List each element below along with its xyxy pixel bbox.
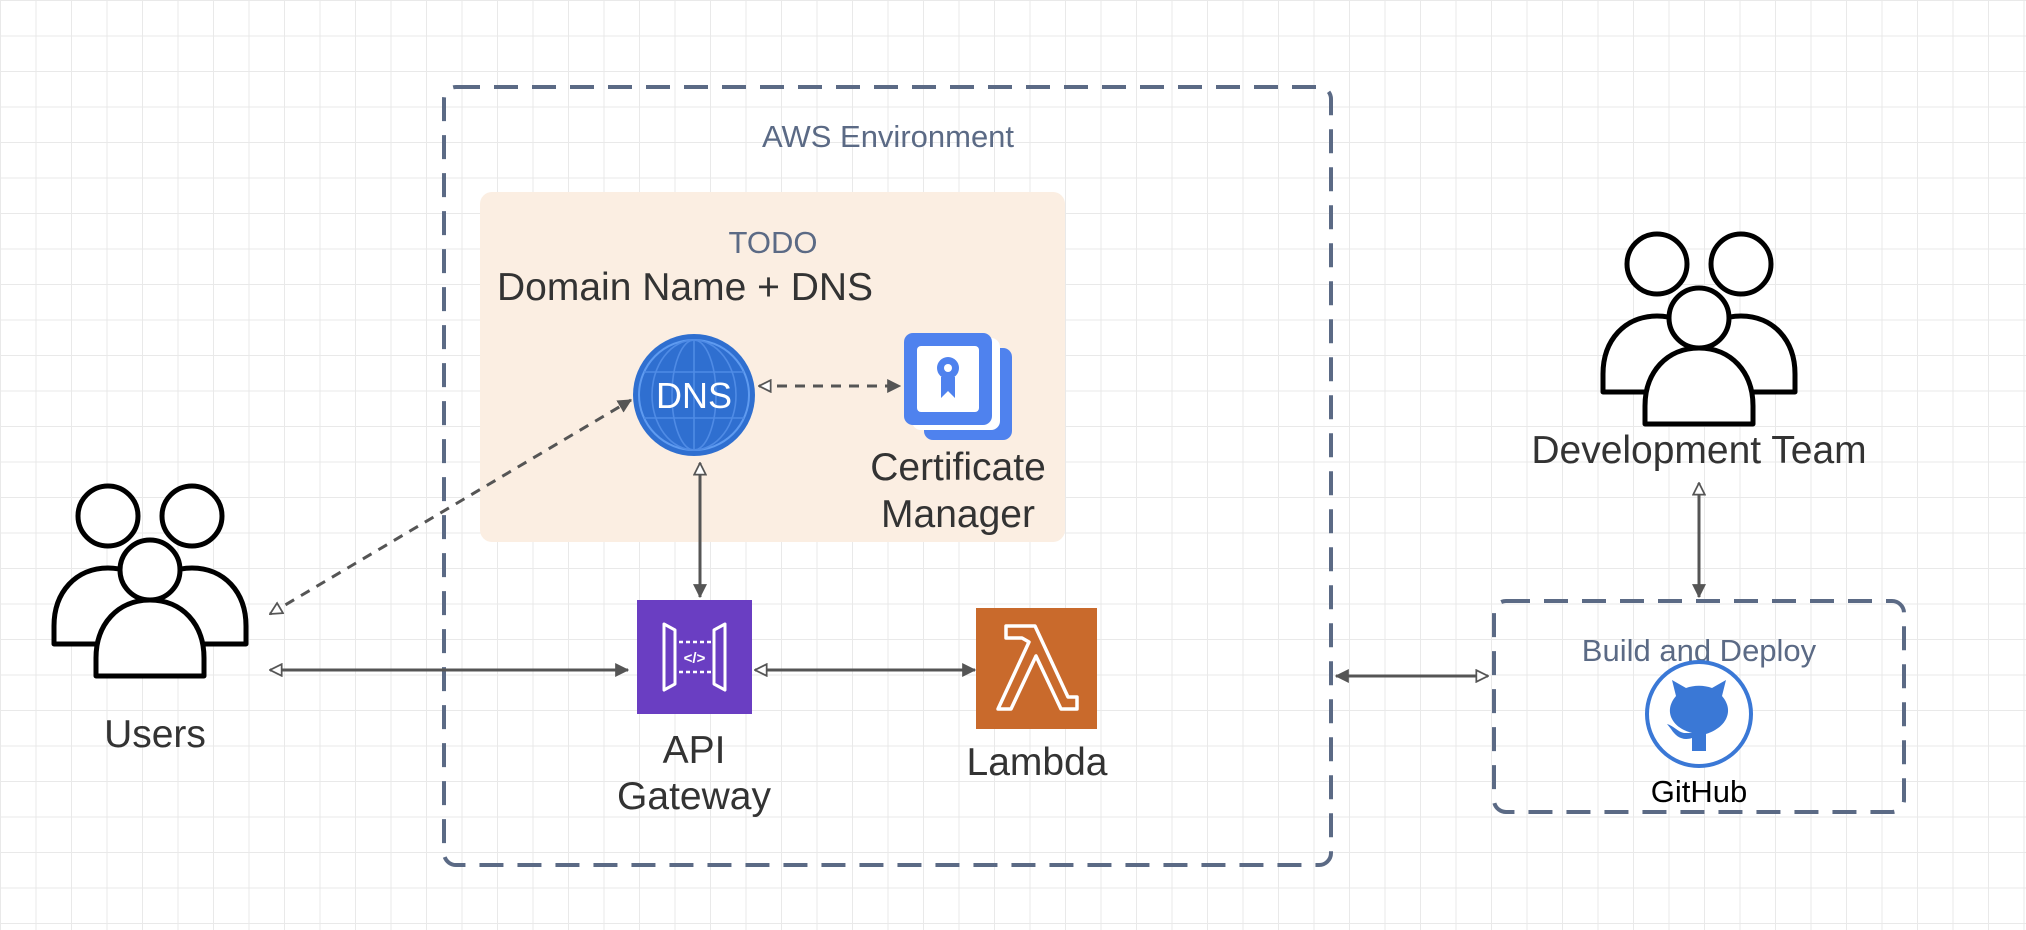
lambda-icon [976, 608, 1097, 729]
github-label: GitHub [1651, 774, 1747, 809]
connectors [270, 386, 1699, 676]
aws-environment-group: AWS Environment [442, 85, 1333, 867]
api-gateway-icon: </> [637, 600, 752, 714]
certificate-manager-node[interactable]: Certificate Manager [870, 333, 1046, 536]
certificate-manager-label-line2: Manager [881, 493, 1035, 536]
github-node[interactable]: GitHub [1645, 660, 1753, 809]
aws-environment-label: AWS Environment [762, 119, 1014, 154]
users-icon [51, 483, 249, 679]
lambda-label: Lambda [967, 741, 1108, 784]
api-gateway-label-line2: Gateway [617, 775, 771, 818]
users-node[interactable]: Users [51, 483, 249, 756]
api-gateway-node[interactable]: </> API Gateway [617, 600, 771, 818]
dns-icon: DNS [633, 334, 755, 456]
certificate-manager-icon [904, 333, 1012, 440]
todo-label: TODO [729, 225, 818, 260]
development-team-node[interactable]: Development Team [1531, 231, 1867, 472]
users-to-dns-connector [270, 398, 631, 616]
api-gateway-icon-text: </> [684, 650, 706, 667]
development-team-icon [1600, 231, 1798, 427]
certificate-manager-label-line1: Certificate [870, 446, 1046, 489]
dns-icon-text: DNS [656, 375, 732, 416]
dns-node[interactable]: DNS [633, 334, 755, 456]
users-label: Users [104, 713, 206, 756]
api-gateway-label-line1: API [663, 729, 726, 772]
lambda-node[interactable]: Lambda [967, 608, 1108, 784]
development-team-label: Development Team [1531, 429, 1866, 472]
github-icon [1645, 660, 1753, 768]
domain-dns-title: Domain Name + DNS [497, 266, 873, 309]
